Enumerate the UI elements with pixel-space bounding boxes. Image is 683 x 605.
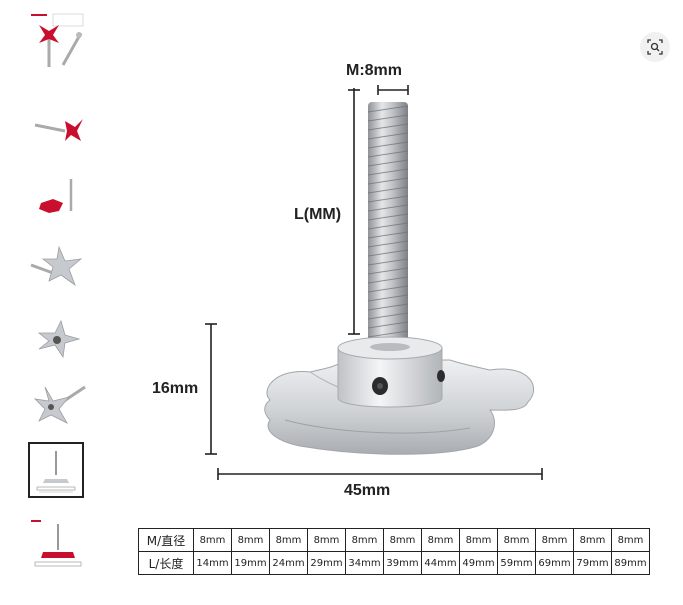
table-cell: 8mm [193,528,232,552]
dimension-diagram-icon [36,451,76,493]
table-cell: 24mm [269,551,308,575]
table-row-diameter: M/直径 8mm 8mm 8mm 8mm 8mm 8mm 8mm 8mm 8mm… [138,528,650,552]
table-cell: 19mm [231,551,270,575]
length-label: L(MM) [294,206,342,223]
thumbnail-6[interactable] [28,380,88,440]
table-cell: 8mm [611,528,650,552]
table-cell: 8mm [535,528,574,552]
spec-table: M/直径 8mm 8mm 8mm 8mm 8mm 8mm 8mm 8mm 8mm… [138,528,650,575]
row-header-length: L/长度 [138,551,194,575]
red-knob-bolt-icon [34,119,83,141]
silver-knob-angled-icon [33,385,86,424]
table-cell: 8mm [345,528,384,552]
table-row-length: L/长度 14mm 19mm 24mm 29mm 34mm 39mm 44mm … [138,551,650,575]
silver-knob-icon [30,245,83,287]
width-label: 45mm [344,482,391,499]
thumbnail-7[interactable] [28,442,84,498]
red-dimension-diagram-icon [31,520,82,567]
table-cell: 8mm [383,528,422,552]
table-cell: 44mm [421,551,460,575]
table-cell: 89mm [611,551,650,575]
table-cell: 59mm [497,551,536,575]
thumbnail-2[interactable] [28,100,88,160]
row-header-diameter: M/直径 [138,528,194,552]
red-knob-set-icon [31,13,84,67]
table-cell: 79mm [573,551,612,575]
zoom-button[interactable] [640,32,670,62]
thread-diameter-label: M:8mm [346,62,403,79]
knob-hub [337,347,443,408]
table-cell: 8mm [307,528,346,552]
table-cell: 34mm [345,551,384,575]
bolt-threads [367,105,409,338]
table-cell: 29mm [307,551,346,575]
table-cell: 8mm [269,528,308,552]
table-cell: 8mm [421,528,460,552]
table-cell: 8mm [231,528,270,552]
thumbnail-8[interactable] [28,515,88,575]
table-cell: 8mm [459,528,498,552]
table-cell: 8mm [573,528,612,552]
thumbnail-3[interactable] [28,168,88,228]
silver-knob-top-icon [37,319,81,359]
table-cell: 69mm [535,551,574,575]
bolt-knob-drawing [205,85,543,480]
zoom-in-icon [647,39,663,55]
table-cell: 14mm [193,551,232,575]
thumbnail-4[interactable] [28,236,88,296]
table-cell: 8mm [497,528,536,552]
height-label: 16mm [152,380,199,397]
table-cell: 49mm [459,551,498,575]
thumbnail-5[interactable] [28,310,88,370]
table-cell: 39mm [383,551,422,575]
thumbnail-1[interactable] [28,10,88,70]
main-product-image[interactable]: M:8mm L(MM) 16mm 45mm [110,0,680,600]
red-knob-side-icon [39,179,73,213]
